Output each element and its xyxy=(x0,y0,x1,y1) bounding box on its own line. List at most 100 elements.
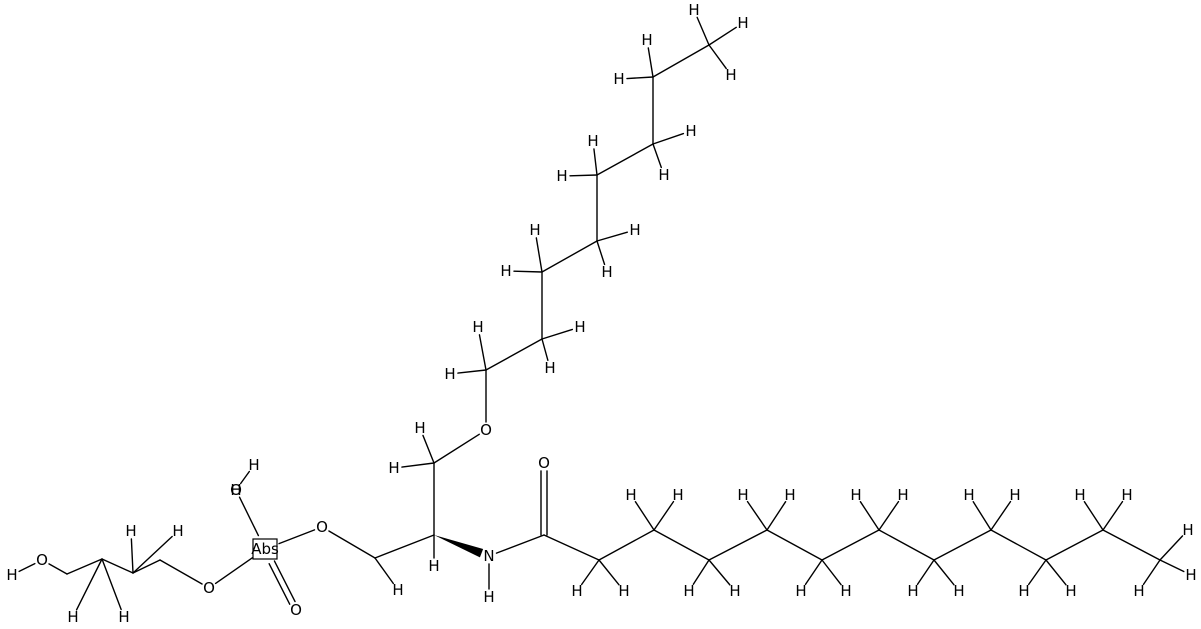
single-bond xyxy=(598,559,620,586)
h-atom-label: H xyxy=(1182,521,1193,539)
single-bond xyxy=(132,559,161,574)
o-atom-label: O xyxy=(480,421,492,439)
single-bond xyxy=(48,563,68,575)
single-bond xyxy=(626,76,654,80)
h-atom-label: H xyxy=(688,1,699,19)
single-bond xyxy=(708,559,731,586)
single-bond xyxy=(692,559,710,585)
bond-layer xyxy=(18,16,1185,611)
h-atom-label: H xyxy=(125,522,136,540)
single-bond xyxy=(485,338,543,371)
single-bond xyxy=(878,500,900,531)
single-bond xyxy=(66,558,103,575)
h-atom-label: H xyxy=(737,486,748,504)
single-bond xyxy=(541,338,549,361)
single-bond xyxy=(543,534,600,561)
single-bond xyxy=(746,500,768,531)
single-bond xyxy=(278,529,316,545)
n-atom-label: N xyxy=(483,547,494,565)
single-bond xyxy=(652,143,663,169)
single-bond xyxy=(238,496,260,537)
single-bond xyxy=(696,16,710,46)
single-bond xyxy=(596,143,654,176)
h-atom-label: H xyxy=(587,132,598,150)
single-bond xyxy=(766,500,787,531)
single-bond xyxy=(75,558,103,611)
single-bond xyxy=(535,237,543,273)
h-atom-label: H xyxy=(483,588,494,606)
single-bond xyxy=(1159,559,1185,573)
h-atom-label: H xyxy=(1185,566,1196,584)
h-atom-label: H xyxy=(1074,486,1085,504)
abs-label: Abs xyxy=(251,540,279,558)
h-atom-label: H xyxy=(613,70,624,88)
single-bond xyxy=(495,534,545,554)
h-atom-label: H xyxy=(897,486,908,504)
single-bond xyxy=(1102,529,1161,561)
h-atom-label: H xyxy=(601,263,612,281)
single-bond xyxy=(596,231,629,242)
single-bond xyxy=(1045,529,1104,561)
single-bond xyxy=(132,535,173,574)
single-bond xyxy=(933,559,955,586)
single-bond xyxy=(652,132,685,145)
single-bond xyxy=(214,556,254,585)
h-atom-label: H xyxy=(625,486,636,504)
single-bond xyxy=(328,530,376,559)
h-atom-label: H xyxy=(683,582,694,600)
single-bond xyxy=(1045,559,1067,586)
single-bond xyxy=(653,529,710,561)
h-atom-label: H xyxy=(672,486,683,504)
single-bond xyxy=(972,501,992,531)
single-bond xyxy=(1142,559,1161,586)
single-bond xyxy=(101,558,134,574)
o-atom-label: O xyxy=(203,579,215,597)
h-atom-label: H xyxy=(1065,582,1076,600)
single-bond xyxy=(101,558,122,611)
single-bond xyxy=(541,240,598,273)
h-atom-label: H xyxy=(641,31,652,49)
h-atom-label: H xyxy=(840,582,851,600)
single-bond xyxy=(708,44,727,70)
h-atom-label: H xyxy=(1018,582,1029,600)
h-atom-label: H xyxy=(172,522,183,540)
o-atom-label: O xyxy=(538,454,550,472)
single-bond xyxy=(541,328,574,340)
single-bond xyxy=(598,529,655,561)
abs-stereo-box xyxy=(252,538,278,560)
single-bond xyxy=(433,433,480,464)
h-atom-label: H xyxy=(556,167,567,185)
h-atom-label: H xyxy=(1009,486,1020,504)
h-atom-label: H xyxy=(1133,582,1144,600)
single-bond xyxy=(569,174,598,177)
double-bond xyxy=(268,563,291,605)
h-atom-label: H xyxy=(529,221,540,239)
single-bond xyxy=(593,148,598,176)
h-atom-label: H xyxy=(658,166,669,184)
single-bond xyxy=(708,26,737,46)
single-bond xyxy=(859,500,880,531)
single-bond xyxy=(766,529,823,561)
h-atom-label: H xyxy=(963,486,974,504)
single-bond xyxy=(374,534,435,559)
o-atom-label: O xyxy=(290,601,302,619)
single-bond xyxy=(804,559,823,586)
single-bond xyxy=(933,529,992,561)
single-bond xyxy=(159,559,203,585)
h-atom-label: H xyxy=(500,262,511,280)
single-bond xyxy=(647,47,654,78)
single-bond xyxy=(18,562,36,573)
single-bond xyxy=(401,462,435,468)
h-atom-label: H xyxy=(248,456,259,474)
single-bond xyxy=(1083,500,1104,531)
h-atom-label: H xyxy=(1121,486,1132,504)
single-bond xyxy=(653,500,675,531)
h-atom-label: H xyxy=(618,582,629,600)
h-atom-label: H xyxy=(388,459,399,477)
h-atom-label: H xyxy=(428,557,439,575)
h-atom-label: H xyxy=(414,419,425,437)
o-atom-label: O xyxy=(316,518,328,536)
single-bond xyxy=(1102,500,1124,531)
single-bond xyxy=(457,369,487,374)
